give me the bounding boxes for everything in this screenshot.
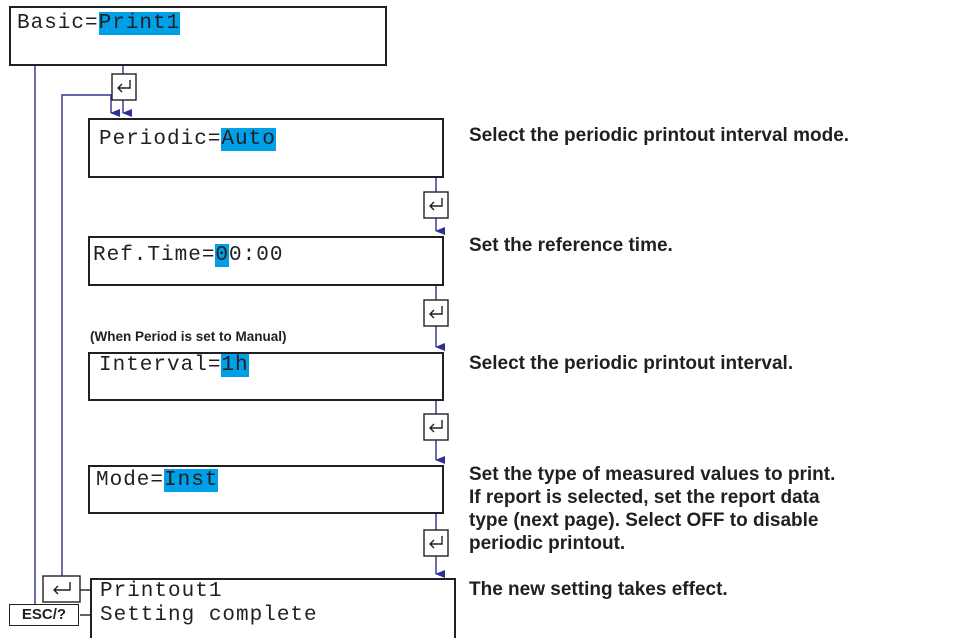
mode-prefix: Mode=	[96, 469, 165, 492]
desc-mode-line: If report is selected, set the report da…	[469, 487, 820, 508]
screen-basic: Basic=Print1	[9, 6, 387, 66]
desc-reftime: Set the reference time.	[469, 235, 673, 256]
complete-line1: Printout1	[100, 580, 223, 603]
enter-key-icon	[42, 575, 81, 603]
mode-value: Inst	[164, 469, 219, 492]
interval-value: 1h	[221, 354, 249, 377]
interval-prefix: Interval=	[99, 354, 222, 377]
screen-complete: Printout1 Setting complete	[90, 578, 456, 638]
enter-key-icon	[423, 191, 449, 219]
desc-mode-line: Set the type of measured values to print…	[469, 464, 836, 485]
desc-interval: Select the periodic printout interval.	[469, 353, 794, 374]
reftime-rest: 0:00	[229, 244, 284, 267]
enter-key-icon	[423, 299, 449, 327]
screen-interval: Interval=1h	[88, 352, 444, 401]
basic-prefix: Basic=	[17, 12, 99, 35]
desc-periodic: Select the periodic printout interval mo…	[469, 125, 850, 146]
reftime-prefix: Ref.Time=	[93, 244, 216, 267]
periodic-prefix: Periodic=	[99, 128, 222, 151]
desc-mode: Set the type of measured values to print…	[469, 463, 835, 555]
screen-basic-line: Basic=Print1	[17, 12, 181, 36]
esc-key: ESC/?	[9, 604, 79, 626]
desc-complete: The new setting takes effect.	[469, 579, 728, 600]
desc-mode-line: periodic printout.	[469, 533, 626, 554]
basic-value: Print1	[98, 12, 181, 35]
screen-reftime-line: Ref.Time=00:00	[93, 244, 283, 268]
periodic-value: Auto	[221, 128, 276, 151]
note-manual: (When Period is set to Manual)	[90, 329, 287, 344]
enter-key-icon	[111, 73, 137, 101]
screen-mode: Mode=Inst	[88, 465, 444, 514]
screen-reftime: Ref.Time=00:00	[88, 236, 444, 286]
enter-key-icon	[423, 529, 449, 557]
complete-line2: Setting complete	[100, 604, 318, 627]
screen-mode-line: Mode=Inst	[96, 469, 219, 493]
connector-return-periodic	[61, 94, 120, 590]
reftime-cursor: 0	[215, 244, 230, 267]
screen-periodic-line: Periodic=Auto	[99, 128, 276, 152]
enter-key-icon	[423, 413, 449, 441]
screen-periodic: Periodic=Auto	[88, 118, 444, 178]
desc-mode-line: type (next page). Select OFF to disable	[469, 510, 819, 531]
screen-interval-line: Interval=1h	[99, 354, 249, 378]
